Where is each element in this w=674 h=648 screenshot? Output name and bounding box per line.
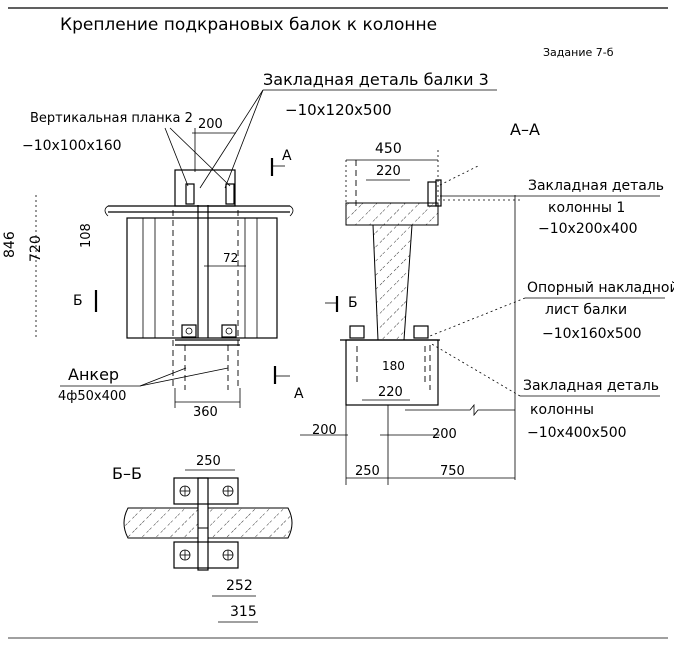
dim-108: 108 bbox=[79, 223, 94, 248]
section-bb-dims: 252 315 bbox=[212, 578, 258, 623]
dim-220-top: 220 bbox=[376, 164, 401, 179]
dim-220-bot: 220 bbox=[378, 385, 403, 400]
svg-text:Б: Б bbox=[348, 295, 358, 311]
dim-200-left: 200 bbox=[312, 423, 337, 438]
dim-250-bot: 250 bbox=[355, 464, 380, 479]
cut-mark-b-left: Б bbox=[73, 290, 98, 312]
section-bb-title: Б–Б bbox=[112, 464, 142, 483]
svg-text:А: А bbox=[294, 386, 304, 402]
beam-embed-title: Закладная деталь балки 3 bbox=[263, 70, 489, 89]
section-aa-dims: 450 220 180 220 200 200 250 750 bbox=[300, 141, 515, 485]
front-view-dims: 200 846 720 108 72 360 bbox=[2, 117, 246, 420]
dim-360: 360 bbox=[193, 405, 218, 420]
col-embed-title-a: Закладная деталь bbox=[523, 378, 659, 394]
support-title-a: Опорный накладной bbox=[527, 280, 674, 296]
drawing-title: Крепление подкрановых балок к колонне bbox=[60, 15, 437, 35]
task-label: Задание 7-б bbox=[543, 46, 614, 59]
vertical-plate-size: −10x100x160 bbox=[22, 138, 122, 154]
beam-embed-size: −10x120x500 bbox=[285, 101, 392, 119]
section-bb-view bbox=[123, 477, 293, 571]
front-view bbox=[35, 169, 294, 390]
dim-200-top: 200 bbox=[198, 117, 223, 132]
col-embed1-title-a: Закладная деталь bbox=[528, 178, 664, 194]
cut-mark-a-top: А bbox=[270, 148, 292, 176]
anchor-size: 4ф50x400 bbox=[58, 389, 126, 404]
svg-text:А: А bbox=[282, 148, 292, 164]
dim-250-bb: 250 bbox=[196, 454, 221, 469]
section-aa-title: А–А bbox=[510, 120, 540, 139]
dim-180: 180 bbox=[382, 359, 405, 373]
vertical-plate-title: Вертикальная планка 2 bbox=[30, 111, 193, 126]
section-aa-view bbox=[340, 150, 520, 480]
support-size: −10x160x500 bbox=[542, 326, 642, 342]
cut-mark-a-bottom: А bbox=[273, 366, 304, 402]
col-embed1-title-b: колонны 1 bbox=[548, 200, 625, 216]
dim-750: 750 bbox=[440, 464, 465, 479]
col-embed-title-b: колонны bbox=[530, 402, 594, 418]
dim-846: 846 bbox=[2, 231, 18, 258]
col-embed-size: −10x400x500 bbox=[527, 425, 627, 441]
dim-252: 252 bbox=[226, 578, 253, 594]
dim-72: 72 bbox=[223, 251, 238, 265]
dim-450: 450 bbox=[375, 141, 402, 157]
dim-200-right: 200 bbox=[432, 427, 457, 442]
support-title-b: лист балки bbox=[545, 302, 627, 318]
svg-text:Б: Б bbox=[73, 293, 83, 309]
cut-mark-b-section: Б bbox=[325, 295, 358, 312]
col-embed1-size: −10x200x400 bbox=[538, 221, 638, 237]
dim-315: 315 bbox=[230, 604, 257, 620]
dim-720: 720 bbox=[28, 235, 44, 262]
anchor-title: Анкер bbox=[68, 365, 119, 384]
